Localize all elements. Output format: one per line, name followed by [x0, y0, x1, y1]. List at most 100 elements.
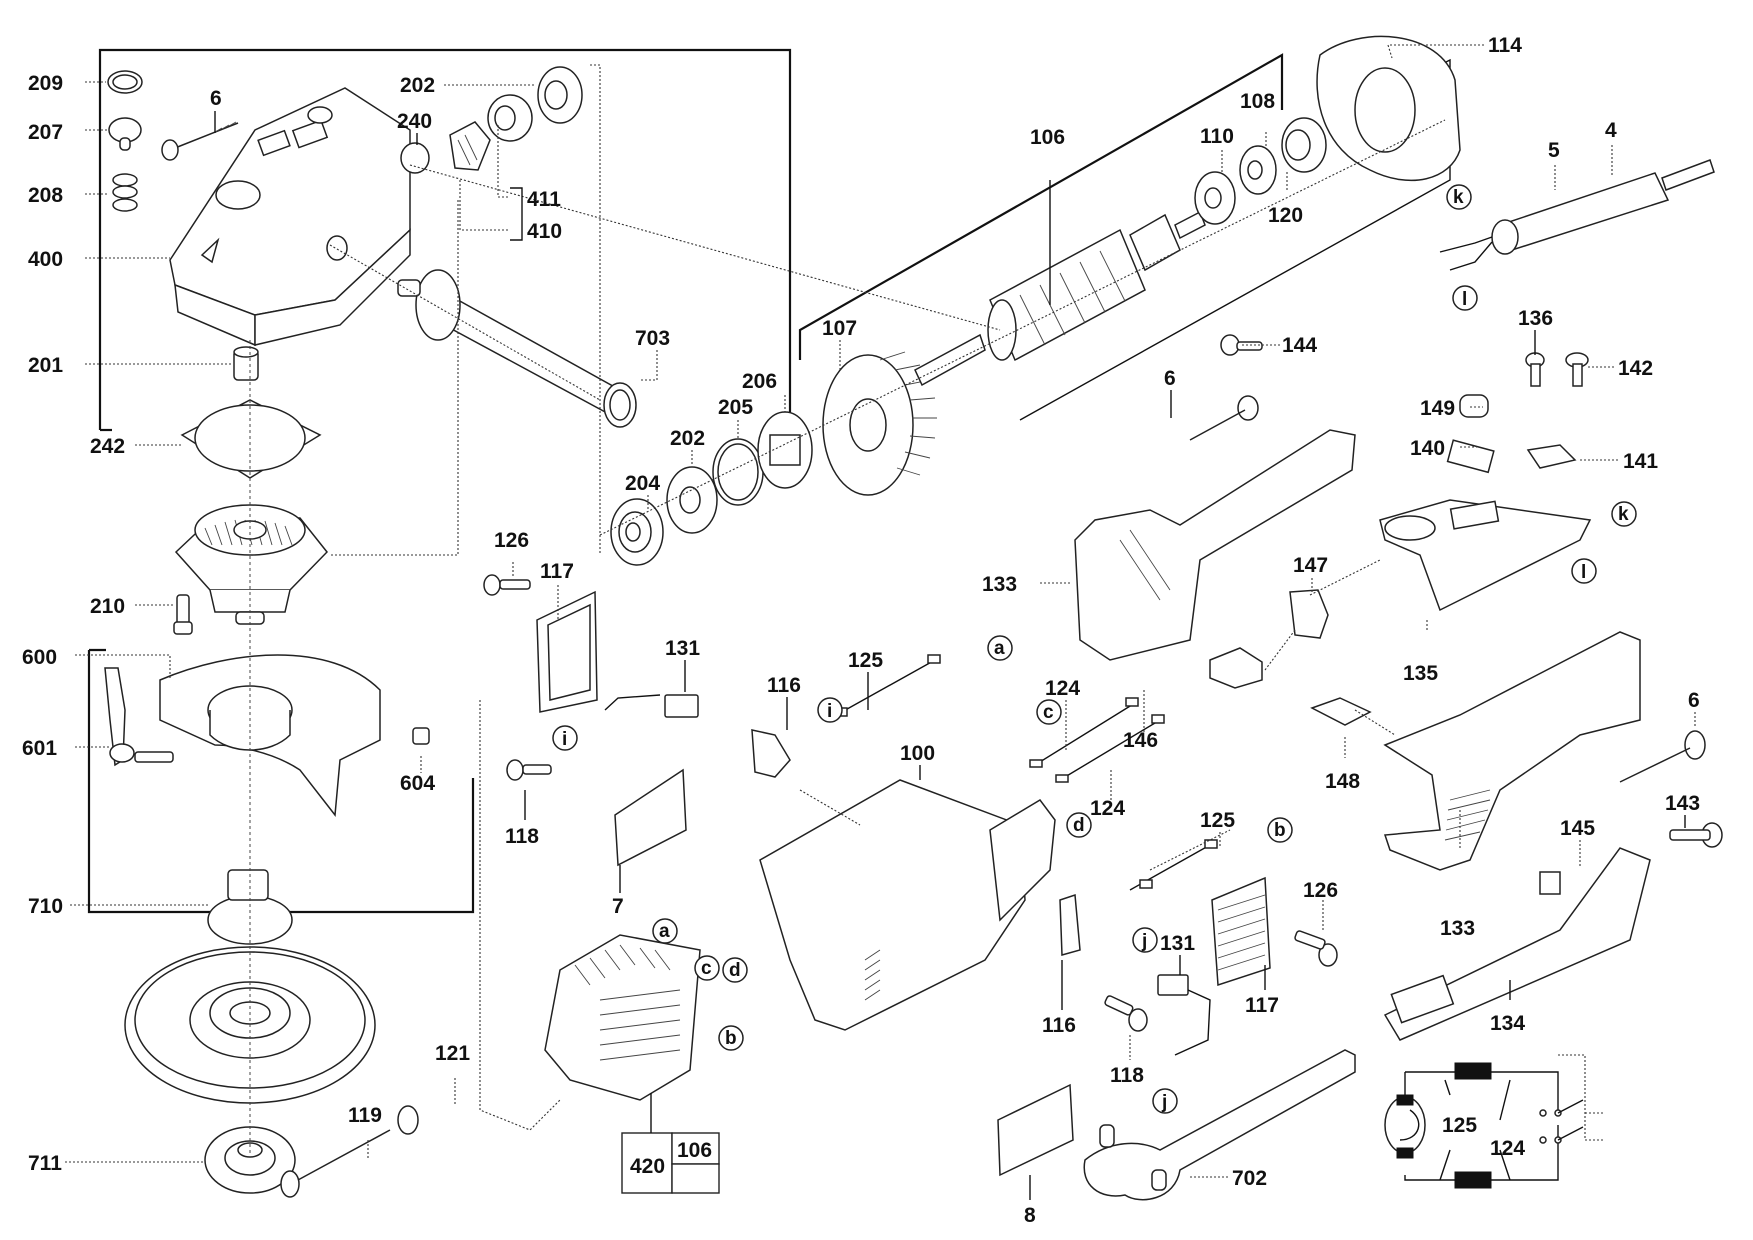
part-label: 107 — [822, 317, 857, 340]
field-coil-symbol — [1454, 1062, 1492, 1080]
part-label: 142 — [1618, 357, 1653, 380]
bearing-204 — [610, 498, 664, 566]
svg-text:c: c — [701, 958, 712, 979]
part-label: 125 — [1442, 1114, 1477, 1137]
label-8 — [997, 1083, 1074, 1177]
brush-holder-116-right — [1059, 893, 1081, 956]
bearing-flange-with-gear — [174, 504, 328, 625]
sleeve-149 — [1459, 394, 1489, 418]
part-label: 702 — [1232, 1167, 1267, 1190]
svg-text:i: i — [827, 701, 832, 722]
brush-holder-116-left — [751, 729, 791, 778]
brush-cover-117-left — [536, 590, 598, 713]
connector-j: j — [1152, 1088, 1178, 1114]
svg-text:c: c — [1043, 702, 1054, 723]
pinion-411 — [449, 121, 491, 171]
svg-text:b: b — [1274, 820, 1286, 841]
bearing-sleeve-120 — [1281, 117, 1327, 173]
nut-240 — [400, 142, 430, 174]
part-label: 202 — [670, 427, 705, 450]
part-label: 242 — [90, 435, 125, 458]
connector-d: d — [722, 957, 748, 983]
part-label: 202 — [400, 74, 435, 97]
block-140 — [1446, 439, 1495, 474]
part-label: 126 — [1303, 879, 1338, 902]
gear-housing-400 — [169, 87, 411, 347]
part-label: 205 — [718, 396, 753, 419]
handle-cover-134 — [1383, 847, 1651, 1041]
part-label: 125 — [1200, 809, 1235, 832]
washer-110 — [1194, 171, 1236, 225]
armature-106 — [914, 210, 1206, 387]
part-label: 117 — [1245, 994, 1279, 1017]
screw-6-gearhead — [161, 121, 239, 161]
wiring-schematic — [1384, 1054, 1605, 1189]
part-label: 206 — [742, 370, 777, 393]
part-label: 6 — [1688, 689, 1700, 712]
part-label: 140 — [1410, 437, 1445, 460]
connector-i: i — [817, 697, 843, 723]
assembly-lines — [329, 64, 1446, 1131]
bearing-108 — [1239, 145, 1277, 195]
part-label: 4 — [1605, 119, 1617, 142]
part-label: 149 — [1420, 397, 1455, 420]
cord-terminals — [1439, 236, 1493, 271]
part-label: 146 — [1123, 729, 1158, 752]
part-label: 114 — [1488, 34, 1522, 57]
retainer-206 — [757, 411, 813, 489]
svg-text:d: d — [1073, 815, 1085, 836]
reference-box-right-label: 106 — [677, 1139, 712, 1162]
washer-121 — [397, 1105, 419, 1135]
part-label: 119 — [348, 1104, 382, 1127]
connector-a: a — [987, 635, 1013, 661]
connector-b: b — [718, 1025, 744, 1051]
part-label: 133 — [1440, 917, 1475, 940]
part-label: 5 — [1548, 139, 1560, 162]
part-label: 143 — [1665, 792, 1700, 815]
handle-half-133-lower — [1383, 631, 1641, 871]
screw-143 — [1669, 822, 1723, 848]
wire-124-a — [1029, 697, 1139, 768]
part-label: 134 — [1490, 1012, 1525, 1035]
part-label: 108 — [1240, 90, 1275, 113]
part-label: 204 — [625, 472, 660, 495]
power-cord-4 — [1661, 159, 1715, 191]
part-label: 125 — [848, 649, 883, 672]
part-label: 207 — [28, 121, 63, 144]
part-labels: 209 207 6 208 400 201 242 210 600 601 60… — [22, 34, 1700, 1227]
plate-145 — [1539, 871, 1561, 895]
nut-604 — [412, 727, 430, 745]
part-label: 110 — [1200, 125, 1234, 148]
retaining-ring-205 — [712, 438, 764, 506]
washer-202-upper — [537, 66, 583, 124]
part-label: 604 — [400, 772, 435, 795]
handle-half-133-upper — [1074, 429, 1356, 661]
part-label: 240 — [397, 110, 432, 133]
bearing-410 — [487, 94, 533, 142]
part-label: 208 — [28, 184, 63, 207]
connector-k: k — [1446, 184, 1472, 210]
part-label: 703 — [635, 327, 670, 350]
part-label: 106 — [1030, 126, 1065, 149]
screw-126-left — [483, 574, 531, 596]
screw-118-left — [506, 759, 552, 781]
screw-118-right — [1104, 995, 1148, 1032]
part-label: 121 — [435, 1042, 470, 1065]
part-label: 400 — [28, 248, 63, 271]
screw-126-right — [1294, 930, 1338, 967]
washer-202 — [666, 466, 718, 534]
connector-l: l — [1571, 558, 1597, 584]
reference-box — [621, 1132, 720, 1194]
leader-lines — [65, 44, 1696, 1200]
screw-142 — [1565, 352, 1589, 387]
connector-i: i — [552, 725, 578, 751]
armature-group-bracket — [798, 53, 1284, 360]
motor-housing-100 — [759, 779, 1056, 1031]
screw-136 — [1525, 352, 1545, 387]
baffle-114 — [1316, 35, 1461, 182]
fan-107 — [822, 351, 937, 496]
screw-6-handle — [1189, 395, 1259, 441]
part-label: 133 — [982, 573, 1017, 596]
part-label: 118 — [505, 825, 539, 848]
